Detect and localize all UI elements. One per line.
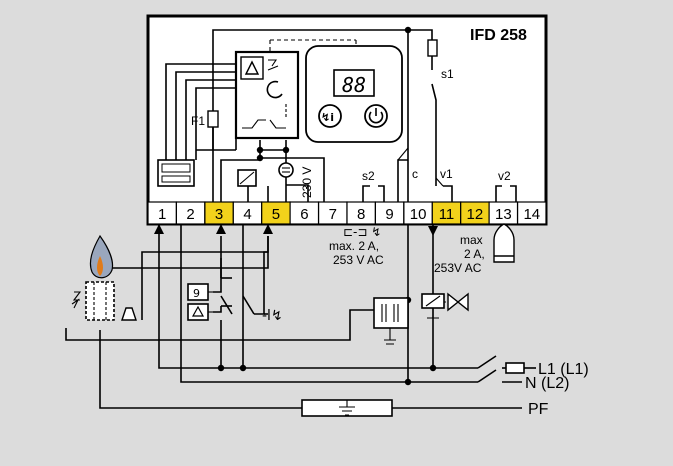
valve-sequence-icon: [242, 119, 286, 129]
terminal-14: [516, 201, 547, 225]
terminal-label-14: 14: [523, 206, 540, 223]
reset-info-button[interactable]: [318, 104, 342, 128]
external-wiring: [65, 224, 536, 409]
flame-symbol-box: [240, 56, 264, 80]
clock-icon: [266, 80, 283, 99]
display-readout: 88: [342, 73, 366, 97]
relay-v2-label: v2: [498, 169, 511, 183]
seven-segment-display: [333, 69, 375, 97]
ignition-relay-icon: ⊏-⊐ ↯: [343, 225, 381, 239]
triangle-icon: [244, 60, 260, 75]
rating-v1-line1: max: [460, 233, 483, 247]
supply-n-label: N (L2): [525, 375, 569, 392]
internal-junctions: [256, 26, 412, 162]
ionisation-icon: [278, 162, 294, 178]
rating-v1-line3: 253V AC: [434, 261, 482, 275]
supply-fuse-icon: [505, 362, 525, 374]
power-icon: [368, 108, 384, 124]
terminal-label-5: 5: [272, 206, 280, 223]
terminal-label-6: 6: [300, 206, 308, 223]
fuse-s1-icon: [427, 39, 438, 57]
fuse-f1-icon: [207, 110, 219, 128]
burner-lamp-icon: [493, 223, 515, 263]
svg-text:9: 9: [193, 287, 200, 300]
device-name: IFD 258: [470, 27, 527, 44]
terminal-label-4: 4: [243, 206, 251, 223]
terminal-label-10: 10: [410, 206, 427, 223]
terminal-label-1: 1: [158, 206, 166, 223]
control-module: [234, 50, 300, 140]
fuse-f1-label: F1: [191, 114, 205, 128]
terminal-arrows: [154, 224, 438, 236]
terminal-label-13: 13: [495, 206, 512, 223]
supply-pf-label: PF: [528, 401, 549, 418]
terminal-label-3: 3: [215, 206, 223, 223]
reset-info-icon: ↯i: [321, 111, 334, 124]
gas-valve-icon: [421, 292, 469, 319]
manual-switch-icon: -l↯: [262, 308, 283, 324]
rating-s2-line1: max. 2 A,: [329, 239, 379, 253]
switch-s1-label: s1: [441, 67, 454, 81]
earth-icon: [339, 400, 355, 416]
terminal-label-2: 2: [186, 206, 194, 223]
terminal-label-7: 7: [329, 206, 337, 223]
rating-v1-line2: 2 A,: [464, 247, 485, 261]
supply-l1-label: L1 (L1): [538, 361, 589, 378]
relay-v1-label: v1: [440, 167, 453, 181]
relay-s2-label: s2: [362, 169, 375, 183]
voltage-label: 230 V: [300, 167, 314, 198]
ignition-transformer-icon: [373, 297, 409, 329]
burner-icon: [267, 59, 279, 71]
terminal-label-11: 11: [439, 206, 455, 223]
burner-icon-external: [71, 234, 137, 321]
terminal-label-8: 8: [357, 206, 365, 223]
relay-c-label: c: [412, 167, 418, 181]
rating-s2-line2: 253 V AC: [333, 253, 384, 267]
terminal-label-12: 12: [467, 206, 484, 223]
terminal-label-9: 9: [385, 206, 393, 223]
